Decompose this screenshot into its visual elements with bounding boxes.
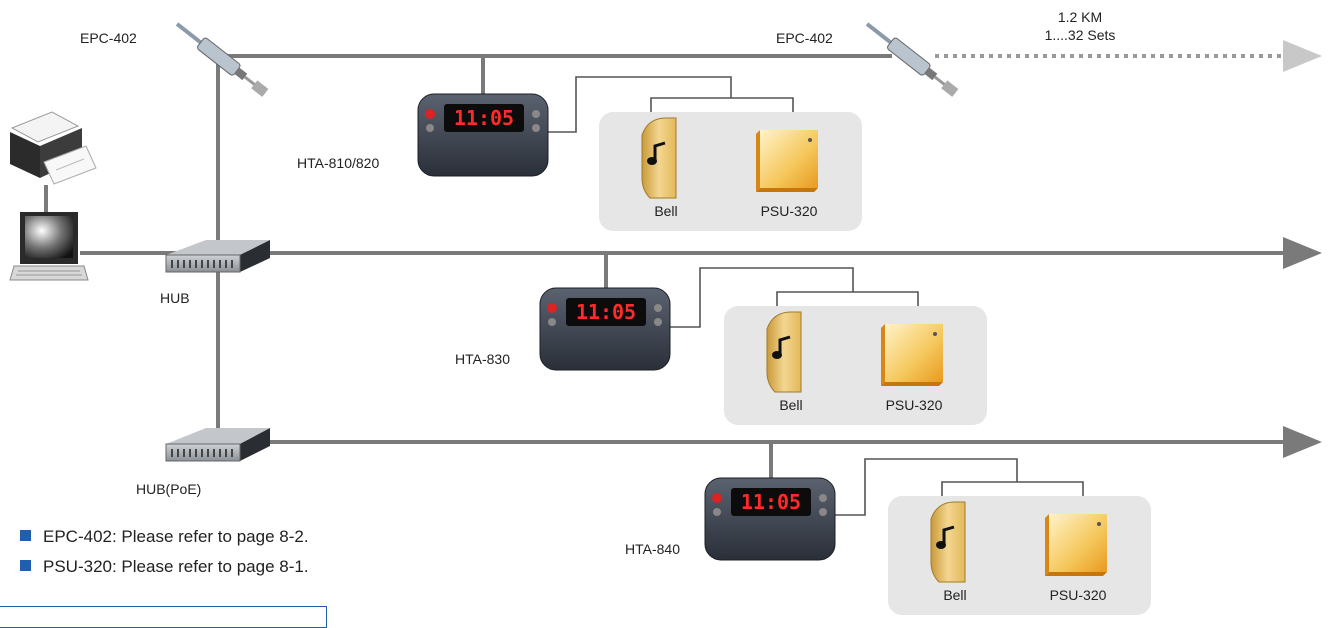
converter-icon [175, 22, 269, 97]
computer-icon [9, 212, 89, 281]
bell-label-1: Bell [654, 203, 678, 219]
panel-devices [641, 117, 1107, 583]
bell-icon [641, 117, 677, 199]
network-diagram [9, 22, 1322, 561]
clock-display-3: 11:05 [740, 490, 802, 514]
psu-label-3: PSU-320 [1049, 587, 1107, 603]
bell-icon [930, 501, 966, 583]
epc-right-label: EPC-402 [776, 30, 833, 46]
clock-display-2: 11:05 [575, 300, 637, 324]
bell-label-2: Bell [779, 397, 803, 413]
hub-icon [165, 240, 270, 273]
bottom-frame [0, 606, 327, 628]
bell-icon [766, 311, 802, 393]
arrow-right-icon [1283, 237, 1322, 269]
note-psu: PSU-320: Please refer to page 8-1. [20, 557, 309, 577]
hub-label: HUB [160, 290, 190, 306]
converter-icon [865, 22, 959, 97]
arrow-right-icon [1283, 426, 1322, 458]
bullet-square-icon [20, 560, 31, 571]
bus-lines [44, 54, 1285, 480]
relay-wiring [548, 76, 1084, 516]
hub-poe-label: HUB(PoE) [136, 481, 202, 497]
psu-icon [881, 324, 943, 386]
hub-poe-icon [165, 428, 270, 462]
psu-label-1: PSU-320 [760, 203, 818, 219]
epc-left-label: EPC-402 [80, 30, 137, 46]
clock-display-1: 11:05 [453, 106, 515, 130]
terminal-label-2: HTA-830 [455, 351, 510, 367]
sets-label: 1....32 Sets [1044, 27, 1116, 43]
time-terminal-icon [539, 287, 671, 371]
distance-label: 1.2 KM [1057, 9, 1103, 25]
psu-icon [756, 130, 818, 192]
time-terminal-icon [704, 477, 836, 561]
printer-icon [10, 111, 97, 185]
note-epc: EPC-402: Please refer to page 8-2. [20, 527, 309, 547]
arrow-right-icon [1283, 40, 1322, 72]
terminal-label-1: HTA-810/820 [297, 155, 380, 171]
bell-label-3: Bell [943, 587, 967, 603]
psu-label-2: PSU-320 [885, 397, 943, 413]
terminal-label-3: HTA-840 [625, 541, 680, 557]
time-terminal-icon [417, 93, 549, 177]
psu-icon [1045, 514, 1107, 576]
bullet-square-icon [20, 530, 31, 541]
